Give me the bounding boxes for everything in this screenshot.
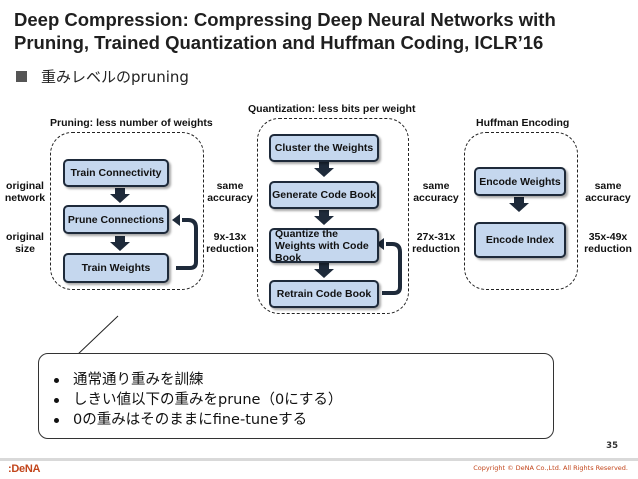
pruning-group [50, 132, 204, 290]
retrain-codebook-step: Retrain Code Book [269, 280, 379, 308]
huffman-section-label: Huffman Encoding [476, 117, 570, 129]
slide-title-line2: Pruning, Trained Quantization and Huffma… [14, 32, 544, 53]
notes-callout [38, 353, 554, 439]
same-accuracy-label-3: same accuracy [585, 180, 631, 204]
slide-subtitle: 重みレベルのpruning [16, 66, 189, 87]
reduction-label-2: 27x-31x reduction [412, 231, 460, 255]
copyright-text: Copyright © DeNA Co.,Ltd. All Rights Res… [473, 464, 628, 472]
note-item: 0の重みはそのままにfine-tuneする [54, 410, 342, 430]
huffman-group [464, 132, 578, 290]
original-size-label: original size [6, 231, 44, 255]
subtitle-text: 重みレベルのpruning [41, 68, 189, 86]
page-number: 35 [606, 441, 618, 451]
encode-weights-step: Encode Weights [474, 167, 566, 196]
encode-index-step: Encode Index [474, 222, 566, 258]
bullet-dot-icon [54, 417, 59, 423]
reduction-label-1: 9x-13x reduction [206, 231, 254, 255]
footer-strip [0, 458, 638, 461]
quantization-section-label: Quantization: less bits per weight [248, 103, 416, 115]
notes-list: 通常通り重みを訓練 しきい値以下の重みをprune（0にする） 0の重みはそのま… [54, 370, 342, 430]
same-accuracy-label-2: same accuracy [413, 180, 459, 204]
square-bullet-icon [16, 71, 27, 82]
same-accuracy-label-1: same accuracy [207, 180, 253, 204]
bullet-dot-icon [54, 377, 59, 383]
original-network-label: original network [4, 180, 46, 204]
bullet-dot-icon [54, 397, 59, 403]
reduction-label-3: 35x-49x reduction [584, 231, 632, 255]
note-item: 通常通り重みを訓練 [54, 370, 342, 390]
dena-logo: :DeNA [8, 463, 41, 475]
train-weights-step: Train Weights [63, 253, 169, 283]
quantization-group [257, 118, 409, 314]
generate-codebook-step: Generate Code Book [269, 181, 379, 209]
quantize-weights-step: Quantize the Weights with Code Book [269, 228, 379, 264]
note-item: しきい値以下の重みをprune（0にする） [54, 390, 342, 410]
pruning-section-label: Pruning: less number of weights [50, 117, 213, 129]
slide-title: Deep Compression: Compressing Deep Neura… [14, 8, 624, 54]
cluster-weights-step: Cluster the Weights [269, 134, 379, 162]
prune-connections-step: Prune Connections [63, 205, 169, 234]
train-connectivity-step: Train Connectivity [63, 159, 169, 187]
slide-title-line1: Deep Compression: Compressing Deep Neura… [14, 9, 556, 30]
